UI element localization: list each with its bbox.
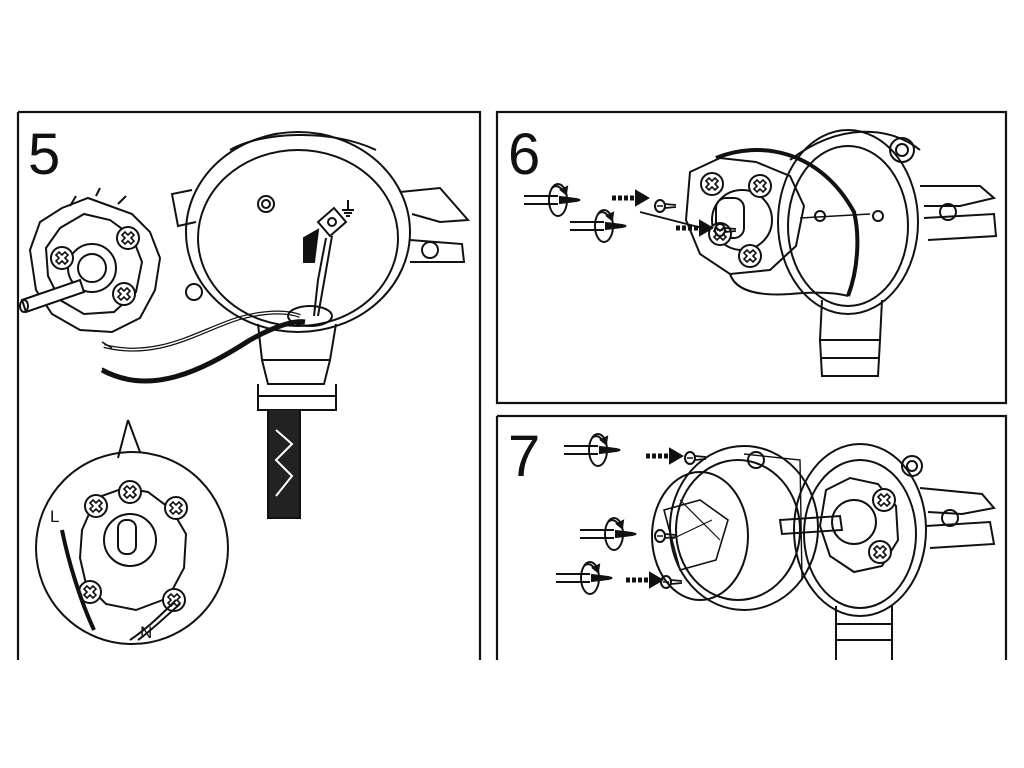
terminal-screw-icon <box>868 540 892 564</box>
detail-bubble <box>35 419 229 645</box>
panel-frames <box>16 110 1008 660</box>
screwdriver-icon <box>579 517 637 551</box>
ground-symbol-icon <box>342 200 354 217</box>
terminal-screw-icon <box>748 174 772 198</box>
terminal-screw-icon <box>118 480 142 504</box>
screw-icon <box>684 451 707 465</box>
screwdriver-icon <box>555 561 613 595</box>
step-number-6: 6 <box>508 122 541 187</box>
terminal-screw-icon <box>700 172 724 196</box>
terminal-screw-icon <box>84 494 108 518</box>
terminal-screw-icon <box>738 244 762 268</box>
step-number-5: 5 <box>28 122 61 187</box>
terminal-screw-icon <box>708 222 732 246</box>
arrow-icon <box>612 191 648 205</box>
arrow-icon <box>646 449 682 463</box>
screwdriver-icon <box>523 183 581 217</box>
terminal-screw-icon <box>50 246 74 270</box>
panel-5-art <box>19 131 471 645</box>
screwdriver-icon <box>569 209 627 243</box>
screw-icon <box>654 199 677 213</box>
panel-7-art <box>555 433 996 660</box>
junction-box <box>170 131 471 519</box>
arrow-icon <box>626 573 662 587</box>
terminal-screw-icon <box>164 496 188 520</box>
step-number-7: 7 <box>508 424 541 489</box>
terminal-screw-icon <box>162 588 186 612</box>
terminal-screw-icon <box>112 282 136 306</box>
terminal-screw-icon <box>116 226 140 250</box>
screwdriver-icon <box>563 433 621 467</box>
wire-label-live: L <box>50 507 60 526</box>
panel-6-art <box>523 129 998 377</box>
wire-label-neutral: N <box>140 623 153 642</box>
terminal-screw-icon <box>872 488 896 512</box>
lampholder-part <box>19 187 162 334</box>
